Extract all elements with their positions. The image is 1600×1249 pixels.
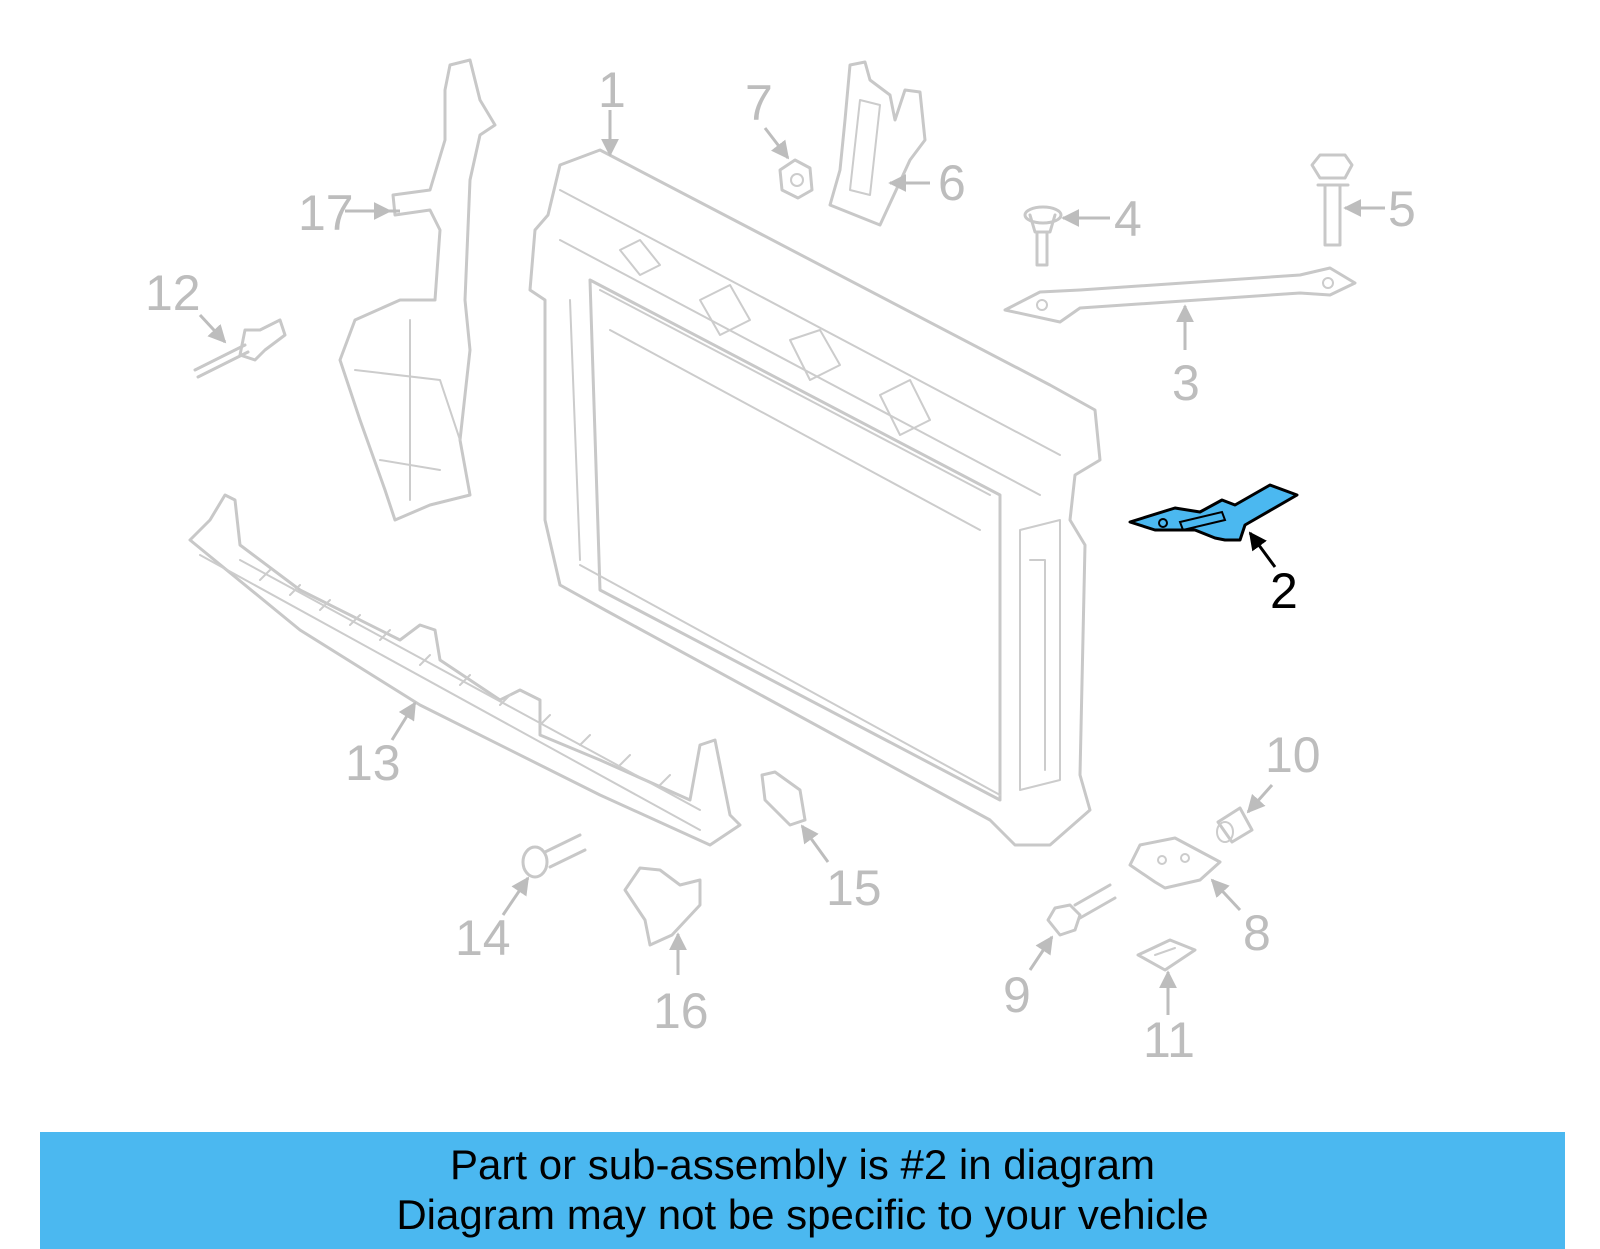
info-banner: Part or sub-assembly is #2 in diagram Di… xyxy=(40,1132,1565,1249)
leader-lines xyxy=(198,110,1385,1015)
callout-14[interactable]: 14 xyxy=(455,910,511,966)
callout-2[interactable]: 2 xyxy=(1270,563,1298,619)
callout-labels: 1 7 6 4 5 3 17 12 13 14 15 16 10 8 9 11 … xyxy=(145,62,1416,1068)
part-8-plate[interactable] xyxy=(1128,836,1222,890)
callout-7[interactable]: 7 xyxy=(745,75,773,131)
callout-6[interactable]: 6 xyxy=(938,155,966,211)
callout-12[interactable]: 12 xyxy=(145,265,201,321)
callout-16[interactable]: 16 xyxy=(653,983,709,1039)
banner-line-2: Diagram may not be specific to your vehi… xyxy=(396,1191,1209,1238)
callout-8[interactable]: 8 xyxy=(1243,905,1271,961)
callout-5[interactable]: 5 xyxy=(1388,181,1416,237)
part-17-air-guide[interactable] xyxy=(338,58,497,522)
callout-13[interactable]: 13 xyxy=(345,735,401,791)
part-16-bracket[interactable] xyxy=(623,866,702,947)
callout-4[interactable]: 4 xyxy=(1114,191,1142,247)
part-12-push-pin[interactable] xyxy=(193,318,287,379)
callout-15[interactable]: 15 xyxy=(826,860,882,916)
part-15-clip[interactable] xyxy=(760,770,807,827)
callout-11[interactable]: 11 xyxy=(1143,1012,1195,1068)
part-7-nut[interactable] xyxy=(778,158,814,200)
part-13-lower-reinforcement[interactable] xyxy=(188,493,742,847)
part-3-tie-bar[interactable] xyxy=(1003,266,1357,324)
callout-1[interactable]: 1 xyxy=(598,62,626,118)
callout-9[interactable]: 9 xyxy=(1003,967,1031,1023)
part-2-highlighted-bracket[interactable] xyxy=(1128,483,1299,542)
callout-3[interactable]: 3 xyxy=(1172,355,1200,411)
part-14-bolt[interactable] xyxy=(521,833,587,879)
part-5-bolt[interactable] xyxy=(1310,153,1354,247)
part-11-clip[interactable] xyxy=(1136,938,1197,972)
part-4-screw[interactable] xyxy=(1023,205,1063,267)
callout-10[interactable]: 10 xyxy=(1265,727,1321,783)
part-9-bolt[interactable] xyxy=(1046,883,1117,937)
part-6-bracket[interactable] xyxy=(828,60,927,227)
banner-line-1: Part or sub-assembly is #2 in diagram xyxy=(450,1141,1155,1188)
part-10-clip-nut[interactable] xyxy=(1216,806,1254,844)
callout-17[interactable]: 17 xyxy=(298,185,354,241)
part-1-radiator-support[interactable] xyxy=(528,148,1102,847)
